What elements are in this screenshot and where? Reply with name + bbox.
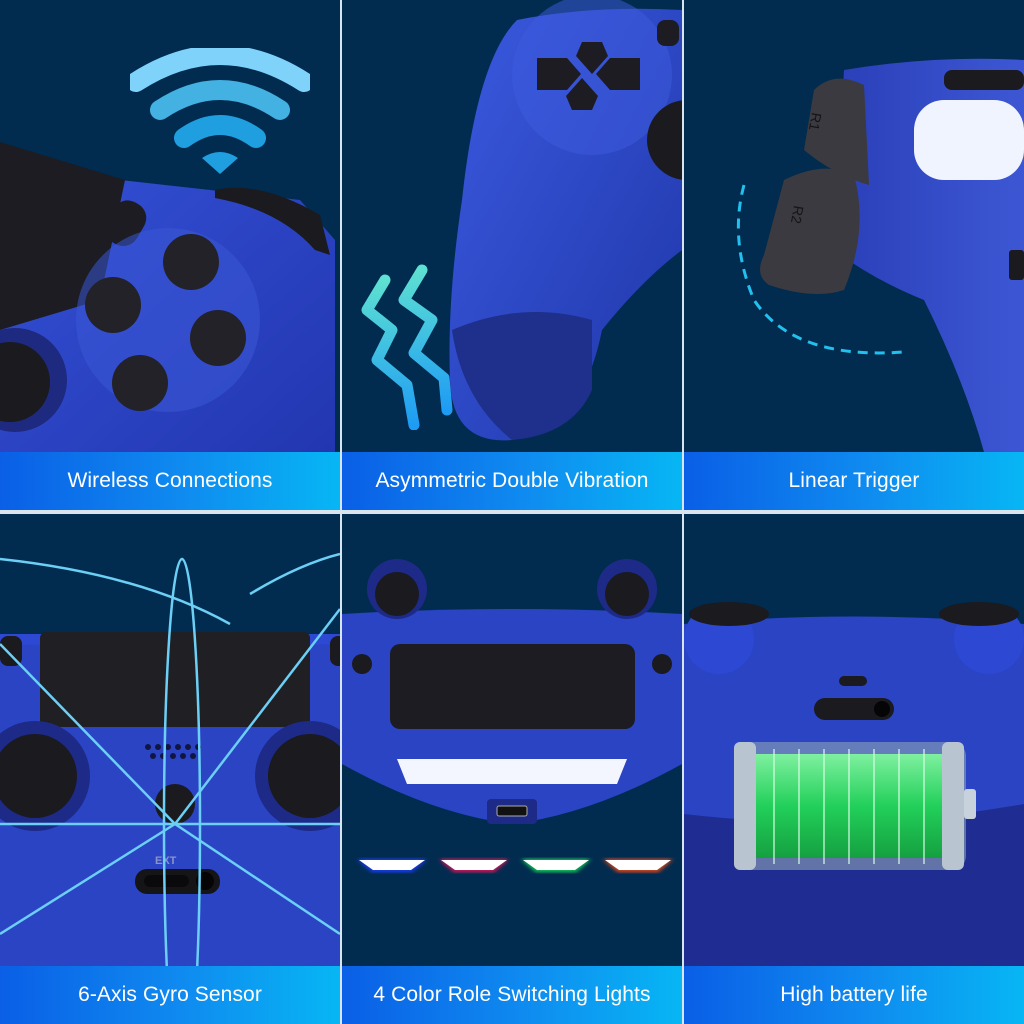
panel-caption: 4 Color Role Switching Lights [342, 966, 682, 1024]
battery-illustration [684, 514, 1024, 966]
svg-text:R2: R2 [788, 204, 807, 225]
vibration-icon [361, 264, 453, 430]
svg-text:R1: R1 [806, 111, 825, 132]
panel-battery: High battery life [684, 514, 1024, 1024]
panel-lights: 4 Color Role Switching Lights [342, 514, 682, 1024]
panel-caption: Asymmetric Double Vibration [342, 452, 682, 510]
light-bar-pink [439, 859, 509, 872]
trigger-illustration: R1 R2 [684, 0, 1024, 452]
panel-caption: 6-Axis Gyro Sensor [0, 966, 340, 1024]
panel-wireless: Wireless Connections [0, 0, 340, 510]
vibration-illustration [342, 0, 682, 452]
panel-caption: Linear Trigger [684, 452, 1024, 510]
panel-trigger: R1 R2 Linear Trigger [684, 0, 1024, 510]
light-bar-blue [357, 859, 427, 872]
gyro-illustration: EXT [0, 514, 340, 966]
light-bar-orange [603, 859, 673, 872]
wireless-illustration [0, 0, 340, 452]
svg-text:EXT: EXT [155, 855, 177, 867]
panel-caption: Wireless Connections [0, 452, 340, 510]
lights-illustration [342, 514, 682, 966]
battery-icon [734, 742, 976, 870]
light-bar-green [521, 859, 591, 872]
wifi-icon [130, 48, 310, 174]
panel-gyro: EXT 6-Axis Gyro Sensor [0, 514, 340, 1024]
panel-vibration: Asymmetric Double Vibration [342, 0, 682, 510]
panel-caption: High battery life [684, 966, 1024, 1024]
